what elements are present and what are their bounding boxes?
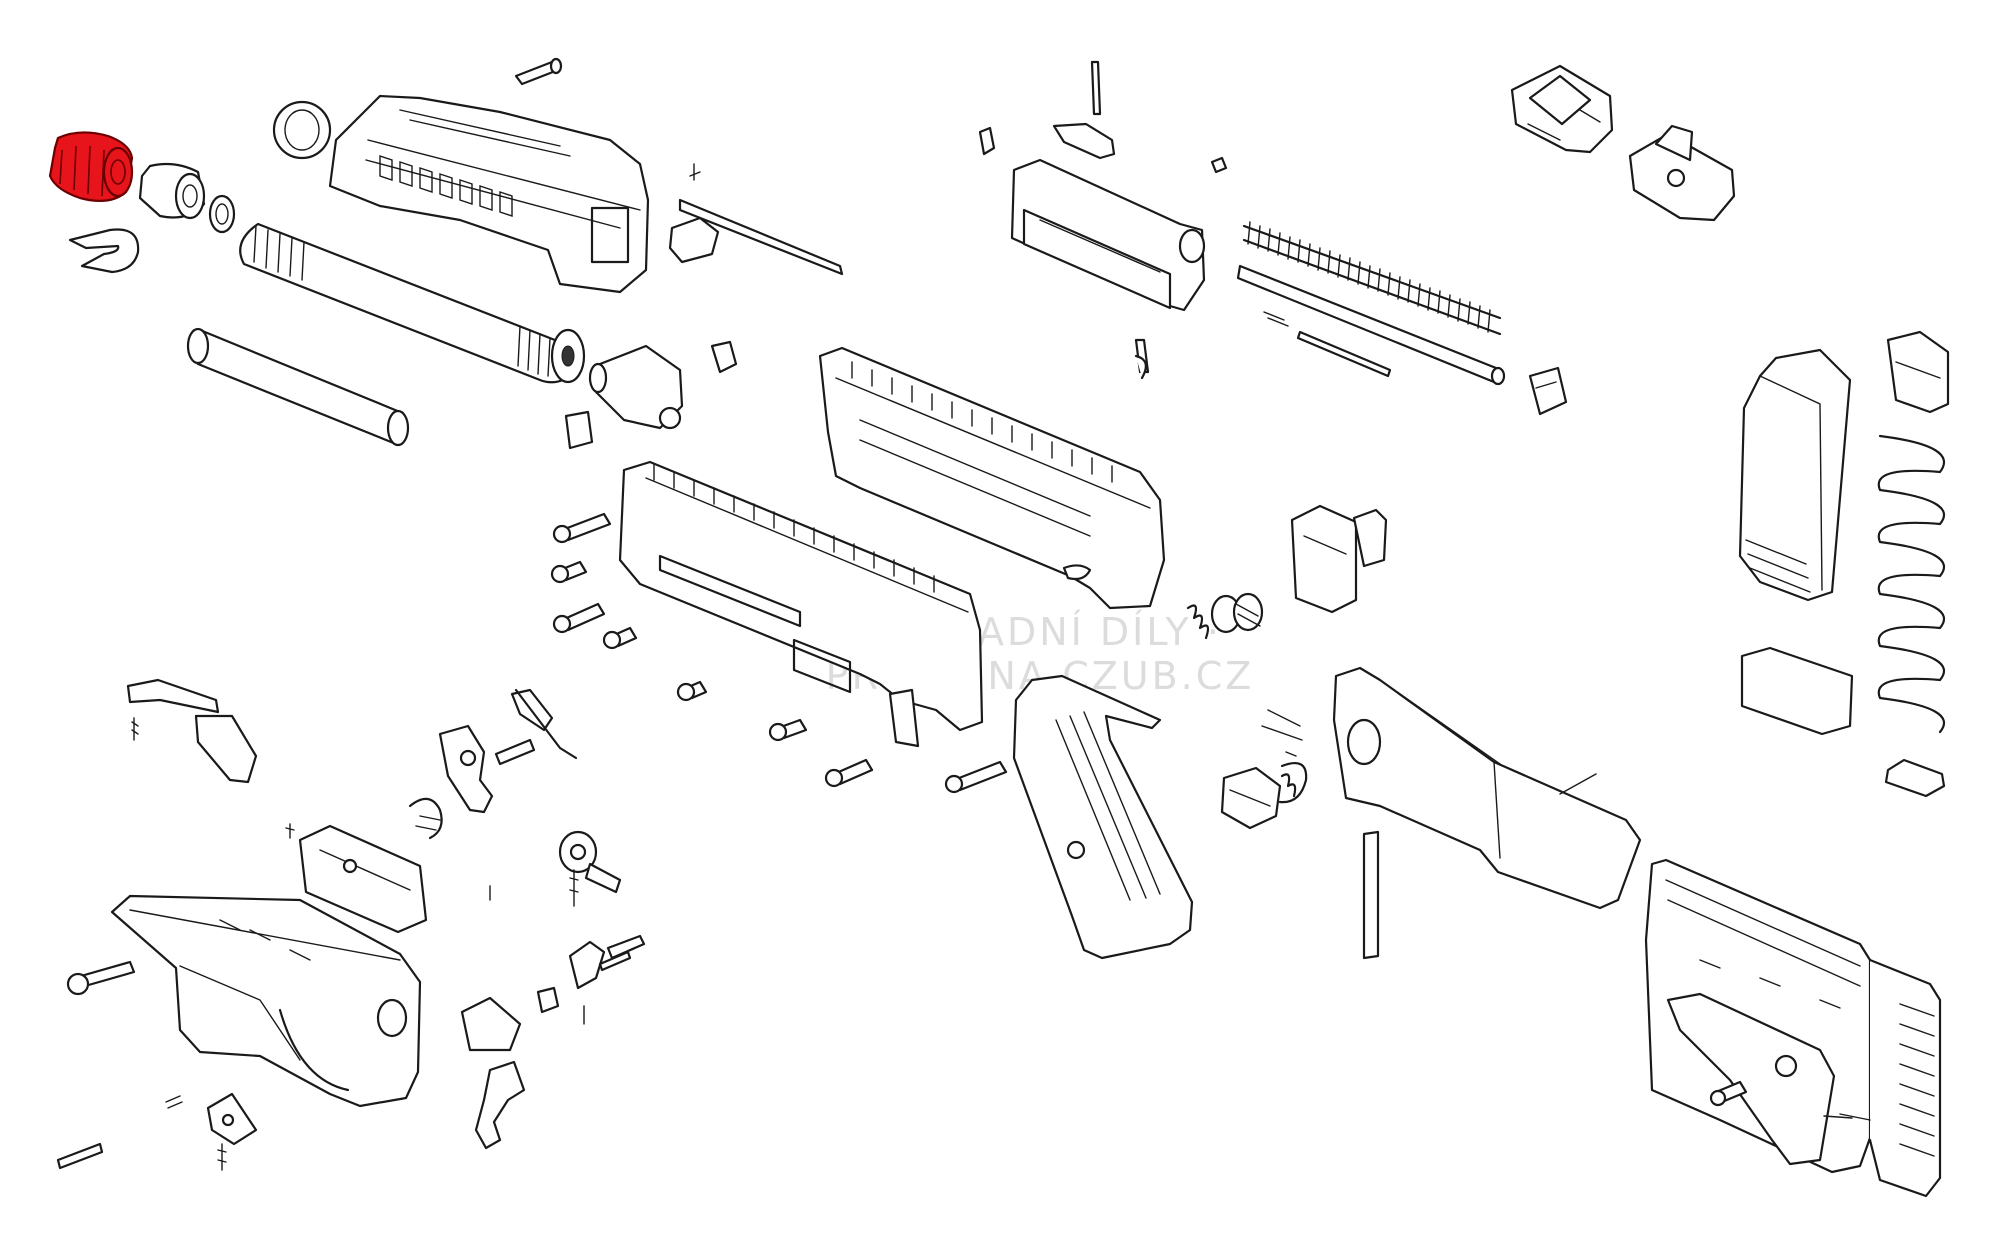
lower-frame-rail[interactable] (618, 460, 984, 748)
hammer[interactable] (408, 724, 494, 840)
bolt-carrier[interactable] (978, 60, 1206, 312)
grip-springs[interactable] (1186, 592, 1297, 798)
suppressor-tube[interactable] (186, 327, 410, 447)
pistol-grip[interactable] (1012, 674, 1194, 960)
front-sight[interactable] (1628, 124, 1736, 222)
magazine-spring[interactable] (1877, 434, 1946, 734)
flash-hider[interactable] (48, 131, 134, 203)
magazine[interactable] (1738, 348, 1852, 602)
firing-pin[interactable] (1134, 156, 1228, 380)
trigger[interactable] (460, 996, 526, 1150)
barrel[interactable] (239, 222, 586, 384)
upper-receiver-rail[interactable] (818, 346, 1166, 610)
recoil-spring[interactable] (1242, 221, 1502, 336)
thread-adapter[interactable] (138, 162, 206, 220)
small-pins[interactable] (56, 709, 1871, 1171)
magazine-floorplate[interactable] (1740, 646, 1946, 798)
buttons-and-springs[interactable] (550, 512, 1008, 794)
guide-rod[interactable] (1236, 264, 1506, 386)
folding-stock[interactable] (1332, 666, 1642, 910)
magazine-follower[interactable] (1886, 330, 1950, 414)
retaining-clip[interactable] (68, 228, 140, 274)
barrel-nut[interactable] (272, 100, 332, 160)
bolt-release[interactable] (510, 688, 646, 1014)
charging-handle-mount[interactable] (564, 340, 738, 450)
trigger-housing[interactable] (110, 894, 422, 1108)
lock-washer[interactable] (208, 194, 236, 234)
rear-sight[interactable] (1510, 64, 1614, 154)
stock-hinge[interactable] (1220, 725, 1380, 960)
magazine-catch[interactable] (1210, 504, 1388, 634)
safety-selector[interactable] (206, 830, 622, 1146)
front-sight-base[interactable] (1528, 366, 1568, 416)
trigger-group[interactable] (126, 678, 428, 934)
cross-pin[interactable] (514, 57, 563, 86)
charging-handle[interactable] (668, 163, 844, 276)
hinge-pin[interactable] (1666, 992, 1853, 1166)
handguard[interactable] (328, 94, 650, 294)
